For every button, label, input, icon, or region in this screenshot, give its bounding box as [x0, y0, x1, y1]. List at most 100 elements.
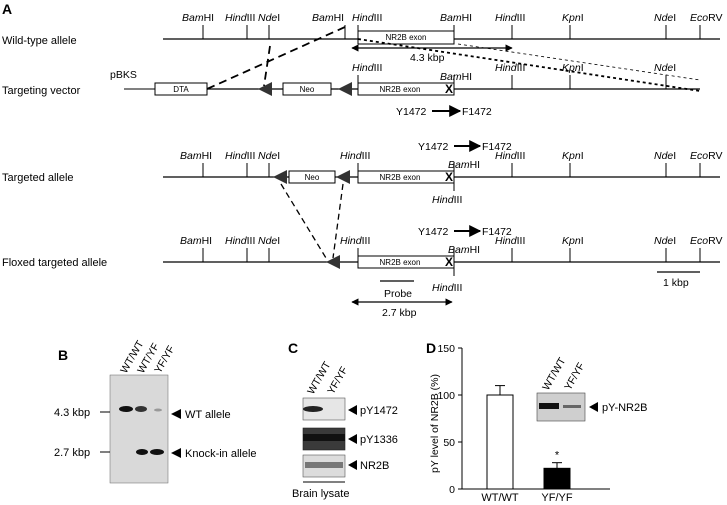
exon-box [357, 82, 455, 96]
arrowhead-icon [171, 448, 181, 458]
panel-label-b: B [58, 347, 68, 363]
arrowhead-icon [348, 460, 357, 470]
site-kpni: KpnI [562, 150, 584, 162]
band [539, 403, 559, 409]
site-bamhi: BamHI [448, 244, 480, 256]
site-hindiii: HindIII [225, 12, 255, 24]
site-bamhi: BamHI [440, 12, 472, 24]
y-tick-label: 50 [443, 437, 455, 449]
loxp-triangle [338, 82, 352, 96]
mutation-to: F1472 [462, 106, 492, 118]
wt-fragment-size: 4.3 kbp [410, 52, 445, 64]
arrowhead-icon [589, 402, 598, 412]
site-hindiii: HindIII [340, 235, 370, 247]
site-ecorv: EcoRV [690, 150, 723, 162]
arrowhead-icon [348, 434, 357, 444]
ki-fragment-size: 2.7 kbp [382, 307, 417, 319]
mutation-mark: X [445, 82, 453, 96]
site-ndei: NdeI [258, 235, 280, 247]
site-hindiii: HindIII [432, 282, 462, 294]
site-kpni: KpnI [562, 235, 584, 247]
mutation-to: F1472 [482, 141, 512, 153]
band-label: Knock-in allele [185, 448, 257, 460]
row-label-wild-type: Wild-type allele [2, 35, 77, 47]
y-axis-label: pY level of NR2B (%) [429, 374, 441, 473]
site-hindiii: HindIII [495, 235, 525, 247]
bar [486, 394, 514, 490]
neo-box [288, 170, 336, 184]
deletion-line-right [332, 183, 344, 259]
mutation-mark: X [445, 255, 453, 269]
site-hindiii: HindIII [495, 12, 525, 24]
site-bamhi: BamHI [448, 159, 480, 171]
dta-label: DTA [173, 85, 189, 94]
homology-line-left [206, 26, 346, 90]
panel-label-c: C [288, 340, 298, 356]
loxp-triangle [326, 255, 340, 269]
arrowhead-icon [348, 405, 357, 415]
row-label-targeted: Targeted allele [2, 172, 74, 184]
panel-label-d: D [426, 340, 436, 356]
band [563, 405, 581, 408]
exon-label: NR2B exon [380, 173, 421, 182]
arrowhead-icon [171, 409, 181, 419]
inset-label: pY-NR2B [602, 402, 647, 414]
exon-box [357, 30, 455, 45]
panel-label-a: A [2, 1, 12, 17]
row-label-targeting-vector: Targeting vector [2, 85, 81, 97]
site-ndei: NdeI [258, 150, 280, 162]
site-bamhi: BamHI [182, 12, 214, 24]
site-ecorv: EcoRV [690, 12, 723, 24]
mutation-from: Y1472 [396, 106, 427, 118]
loxp-triangle [273, 170, 287, 184]
loxp-triangle [336, 170, 350, 184]
site-hindiii: HindIII [340, 150, 370, 162]
band-wt-yf [135, 406, 147, 412]
site-ndei: NdeI [654, 150, 676, 162]
site-bamhi: BamHI [180, 235, 212, 247]
band-ki-yf-yf [150, 449, 164, 455]
probe-label: Probe [384, 288, 412, 300]
pbks-label: pBKS [110, 69, 137, 81]
homology-line-nde [263, 45, 271, 87]
significance-mark: * [555, 450, 560, 462]
loxp-triangle [258, 82, 272, 96]
exon-label: NR2B exon [380, 258, 421, 267]
site-kpni: KpnI [562, 12, 584, 24]
band-wt-wt [119, 406, 133, 412]
exon-label: NR2B exon [380, 85, 421, 94]
site-ndei: NdeI [654, 62, 676, 74]
exon-label: NR2B exon [386, 33, 427, 42]
mutation-to: F1472 [482, 226, 512, 238]
lysate-label: Brain lysate [292, 488, 349, 500]
site-ndei: NdeI [258, 12, 280, 24]
mutation-from: Y1472 [418, 141, 449, 153]
y-tick-label: 150 [437, 343, 455, 355]
x-tick-label: WT/WT [481, 492, 519, 504]
band-label: WT allele [185, 409, 231, 421]
dta-box [154, 82, 208, 96]
site-hindiii: HindIII [495, 62, 525, 74]
southern-blot [109, 374, 169, 484]
band-yf-yf-faint [154, 408, 162, 412]
homology-line-thin [457, 43, 701, 81]
site-bamhi: BamHI [312, 12, 344, 24]
y-tick-label: 0 [449, 484, 455, 496]
site-kpni: KpnI [562, 62, 584, 74]
x-tick-label: YF/YF [541, 492, 572, 504]
site-ndei: NdeI [654, 235, 676, 247]
neo-label: Neo [300, 85, 315, 94]
bar [543, 467, 571, 490]
site-ndei: NdeI [654, 12, 676, 24]
deletion-line-left [280, 183, 327, 259]
y-tick-label: 100 [437, 390, 455, 402]
site-hindiii: HindIII [225, 235, 255, 247]
marker-label: 2.7 kbp [54, 447, 90, 459]
mutation-from: Y1472 [418, 226, 449, 238]
site-bamhi: BamHI [180, 150, 212, 162]
site-hindiii: HindIII [352, 12, 382, 24]
blot-row-label: pY1336 [360, 434, 398, 446]
homology-line-right [357, 38, 701, 92]
